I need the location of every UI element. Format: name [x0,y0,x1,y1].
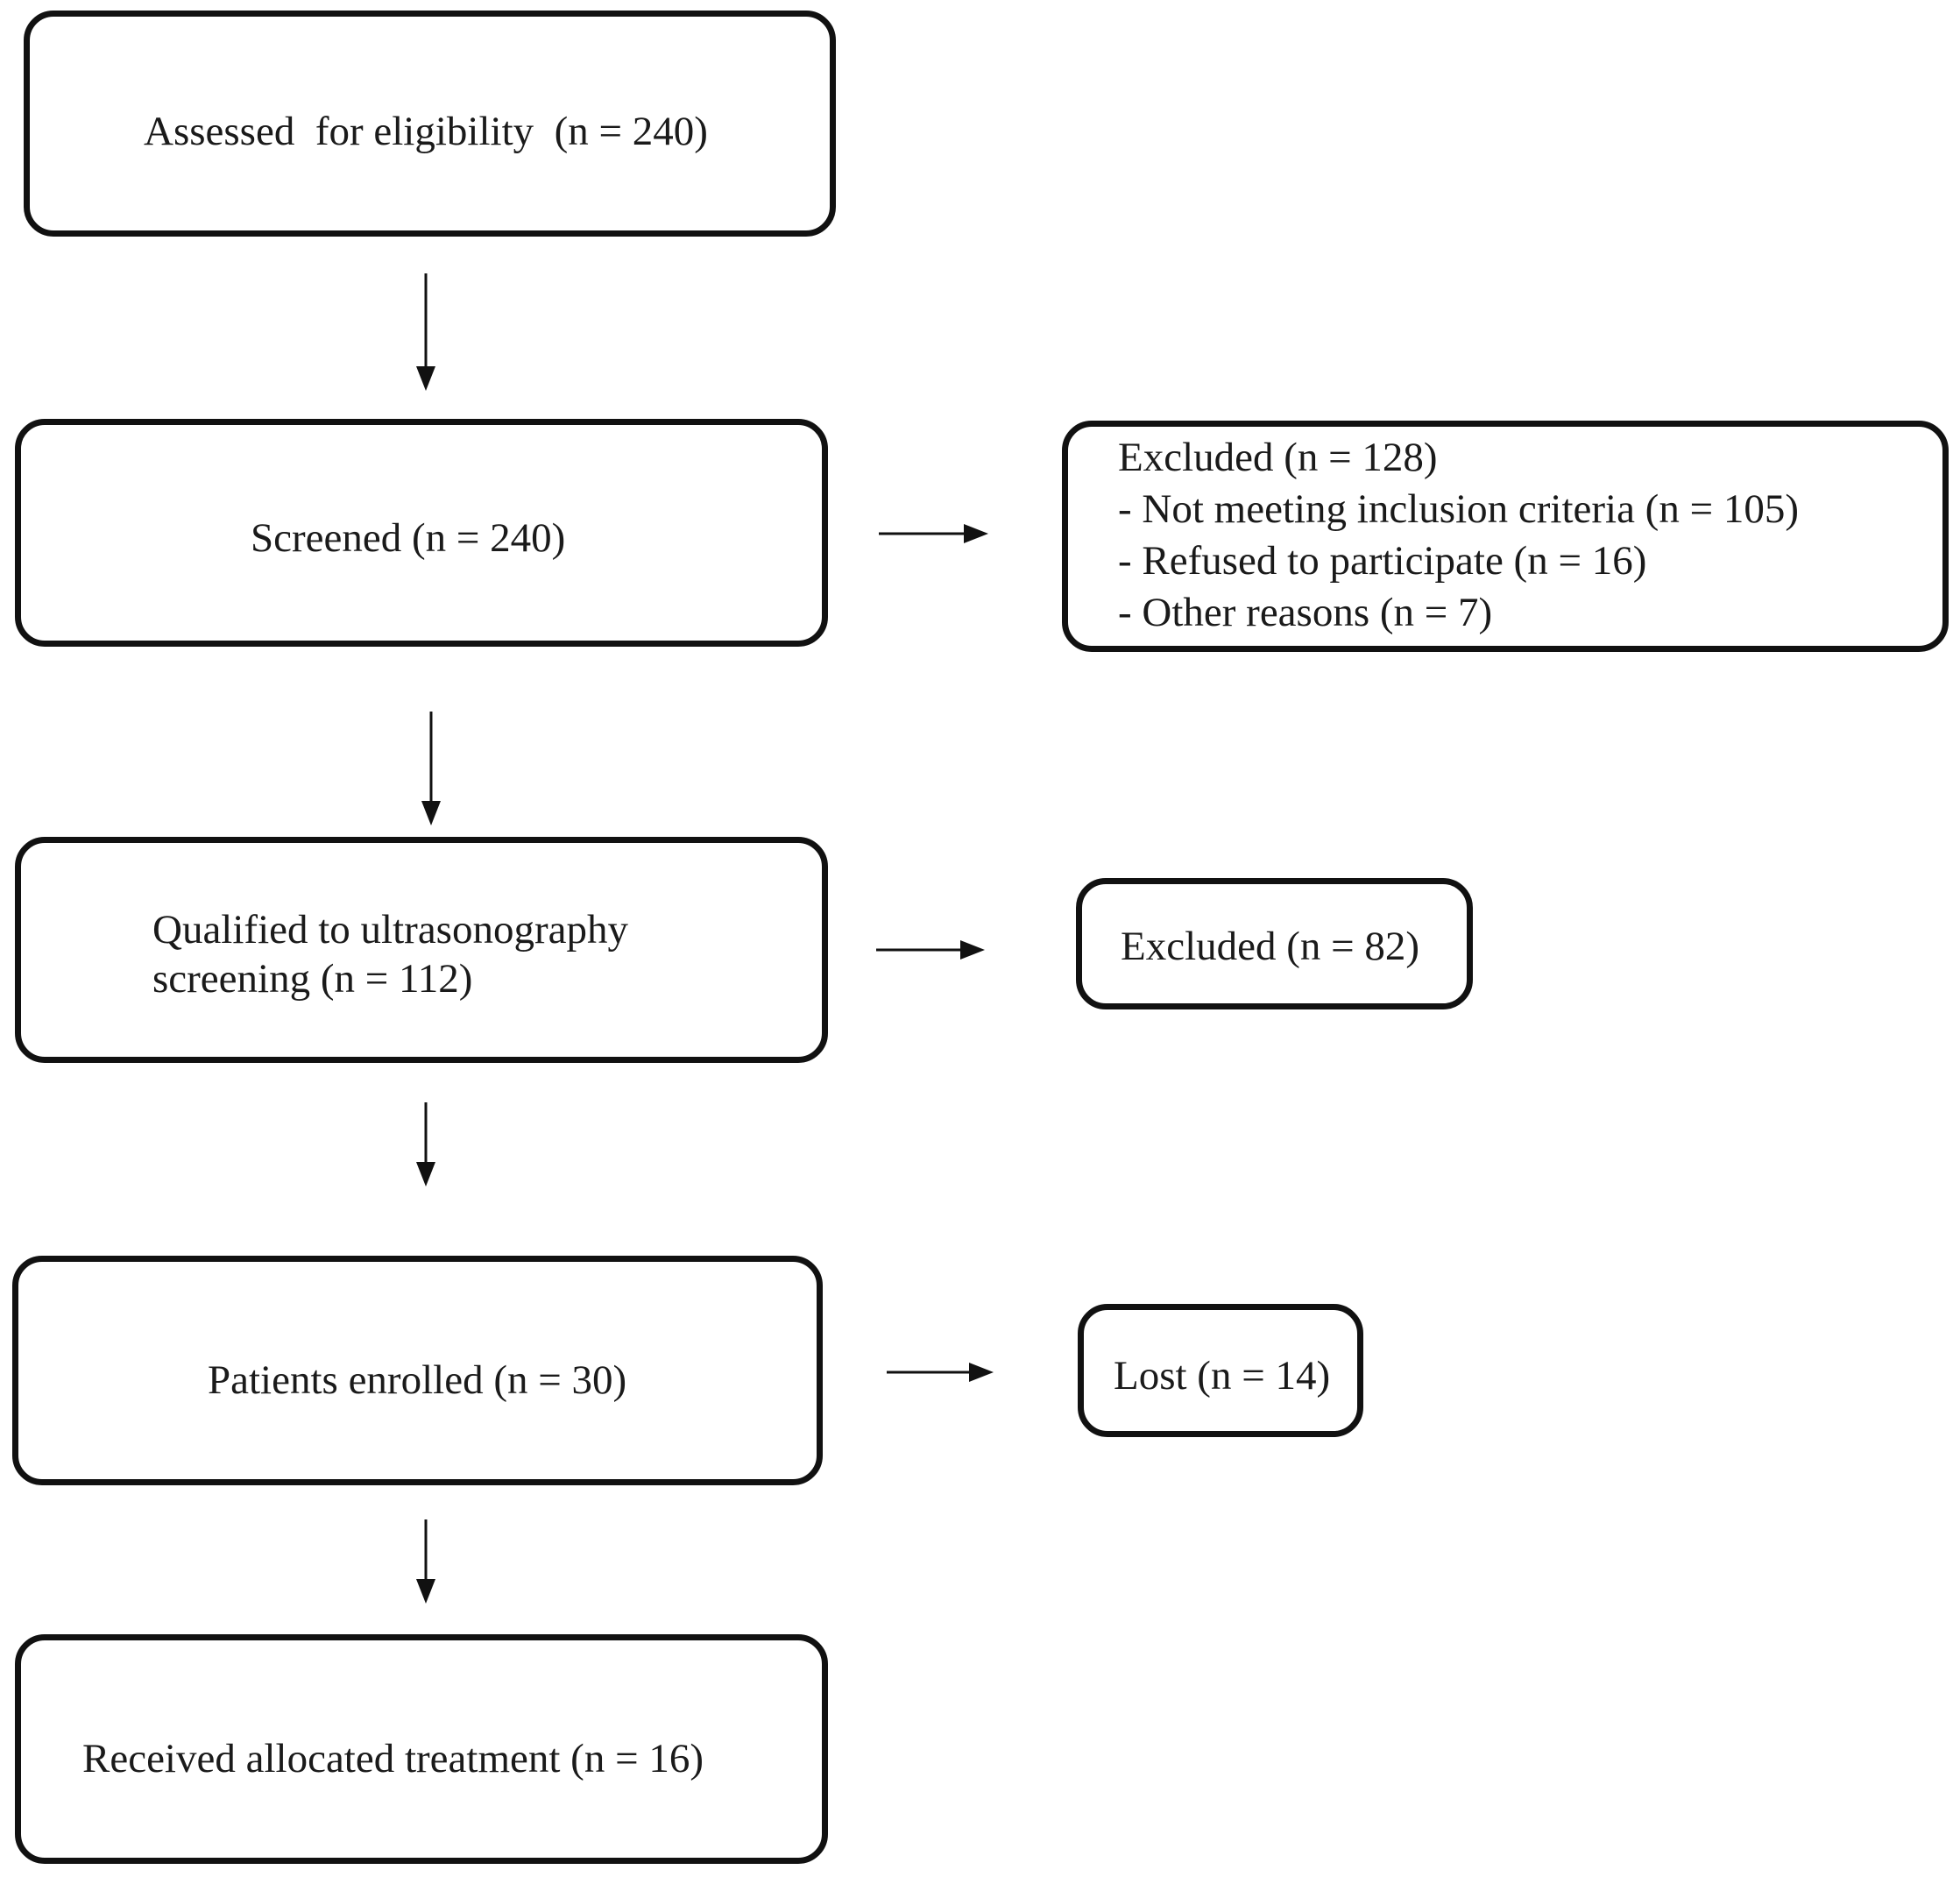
box-screened: Screened (n = 240) [15,419,828,647]
excluded-reason-inclusion: - Not meeting inclusion criteria (n = 10… [1118,486,1799,532]
enrolled-label: Patients enrolled (n = 30) [208,1357,627,1403]
box-lost: Lost (n = 14) [1078,1304,1363,1437]
excluded-reason-refused: - Refused to participate (n = 16) [1118,538,1647,584]
excluded-screening-text: Excluded (n = 128) - Not meeting inclusi… [1118,432,1799,639]
arrow-qualified-to-excluded [876,940,985,960]
box-excluded-ultrasonography: Excluded (n = 82) [1076,878,1473,1009]
box-qualified-ultrasonography: Qualified to ultrasonography screening (… [15,837,828,1063]
qualified-label-line1: Qualified to ultrasonography [152,907,628,953]
excluded-ultrasonography-label: Excluded (n = 82) [1121,924,1420,969]
arrow-enrolled-to-lost [887,1363,994,1382]
lost-label: Lost (n = 14) [1114,1353,1331,1399]
arrow-enrolled-to-treatment [416,1519,435,1604]
qualified-label-line2: screening (n = 112) [152,956,473,1002]
box-patients-enrolled: Patients enrolled (n = 30) [12,1256,823,1485]
box-assessed-for-eligibility: Assessed for eligibility (n = 240) [24,11,836,237]
screened-label: Screened (n = 240) [251,515,566,561]
box-received-treatment: Received allocated treatment (n = 16) [15,1634,828,1864]
excluded-screening-title: Excluded (n = 128) [1118,435,1438,480]
arrow-qualified-to-enrolled [416,1102,435,1186]
arrow-screened-to-excluded [879,524,988,543]
excluded-reason-other: - Other reasons (n = 7) [1118,590,1493,635]
assessed-label: Assessed for eligibility (n = 240) [144,109,708,154]
treatment-label: Received allocated treatment (n = 16) [82,1736,704,1781]
box-excluded-screening: Excluded (n = 128) - Not meeting inclusi… [1062,421,1949,652]
arrow-screened-to-qualified [421,712,441,825]
arrow-assessed-to-screened [416,273,435,391]
